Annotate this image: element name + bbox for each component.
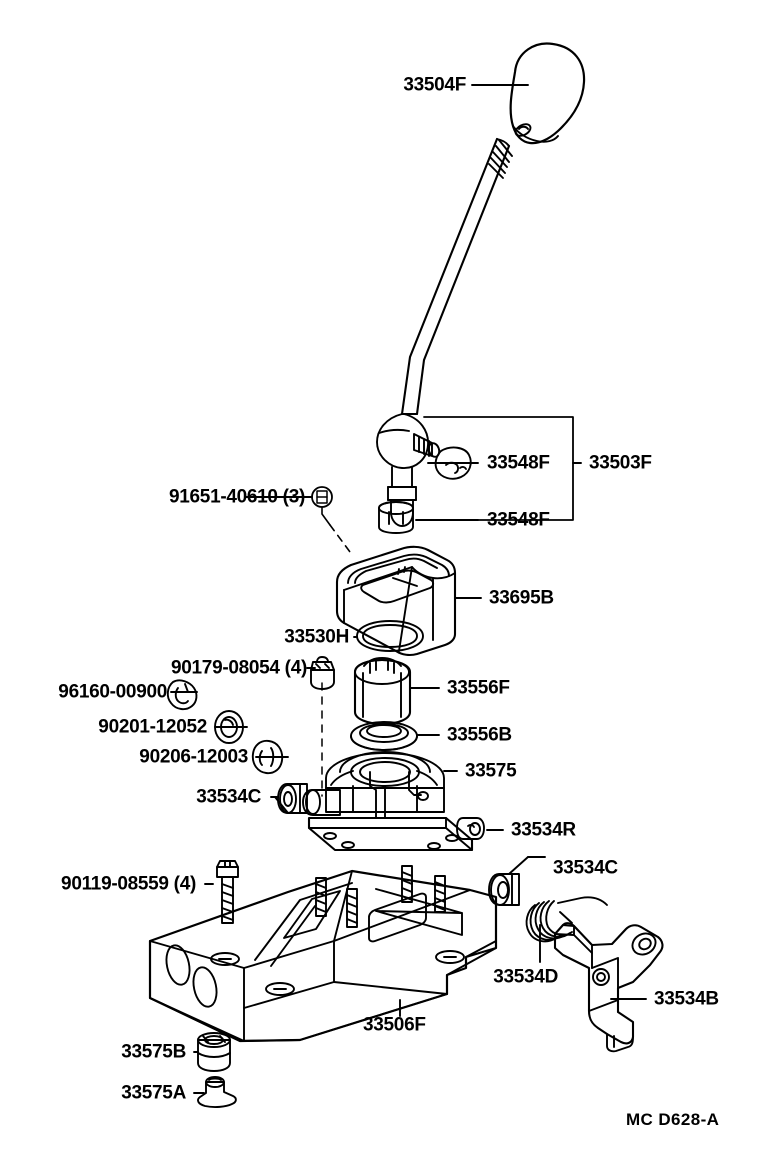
label-support-bracket: 33506F	[363, 1014, 426, 1036]
shift-lever-shaft	[400, 137, 513, 416]
label-shift-knob: 33504F	[403, 74, 466, 96]
label-clip-96160: 96160-00900	[58, 681, 167, 703]
select-lever-part	[553, 922, 664, 1053]
callout-marker-B	[311, 486, 333, 508]
label-washer-90201: 90201-12052	[98, 716, 207, 738]
bushing-33534C-right-part	[488, 873, 520, 906]
label-cushion-33575B: 33575B	[121, 1041, 186, 1063]
dust-cover-part	[335, 545, 457, 657]
bushing-33534R-part	[456, 817, 485, 840]
label-seat-cup: 33556F	[447, 677, 510, 699]
clip-96160-part	[166, 679, 198, 711]
ball-seat-lower-part	[378, 501, 414, 534]
label-bushing-33534C-r: 33534C	[553, 857, 618, 879]
retainer-housing-part	[302, 751, 474, 852]
label-seat-ring: 33556B	[447, 724, 512, 746]
label-seal-ring: 33530H	[284, 626, 349, 648]
label-nut-90179: 90179-08054 (4)	[171, 657, 307, 679]
cushion-33575B-part	[197, 1032, 231, 1072]
label-retainer: 33575	[465, 760, 517, 782]
label-bolt-90119: 90119-08559 (4)	[61, 873, 196, 895]
support-bracket-part	[148, 869, 498, 1043]
label-wave-washer-90206: 90206-12003	[139, 746, 248, 768]
label-select-lever: 33534B	[654, 988, 719, 1010]
cushion-33575A-part	[197, 1076, 237, 1108]
label-lever-assembly: 33503F	[589, 452, 652, 474]
leader-33534C-right	[508, 856, 529, 875]
shift-knob-part	[509, 42, 586, 145]
leader-33534C-left	[274, 796, 289, 814]
nut-90179-part	[310, 656, 335, 690]
label-spring-33534D: 33534D	[493, 966, 558, 988]
diagram-footer-code: MC D628-A	[626, 1110, 720, 1129]
ball-joint	[376, 413, 441, 527]
label-screw-91651: 91651-40610 (3)	[169, 486, 305, 508]
bracket-studs	[315, 865, 446, 928]
label-ball-seat-lower: 33548F	[487, 509, 550, 531]
seal-ring-part	[356, 620, 424, 652]
label-cushion-33575A: 33575A	[121, 1082, 186, 1104]
label-bushing-33534C-l: 33534C	[196, 786, 261, 808]
bolt-90119-part	[216, 860, 239, 924]
label-dust-cover: 33695B	[489, 587, 554, 609]
label-bushing-33534R: 33534R	[511, 819, 576, 841]
label-ball-seat-upper: 33548F	[487, 452, 550, 474]
bracket-33503F	[423, 416, 582, 521]
seat-cup-part	[353, 657, 412, 726]
seat-ring-part	[350, 721, 418, 751]
